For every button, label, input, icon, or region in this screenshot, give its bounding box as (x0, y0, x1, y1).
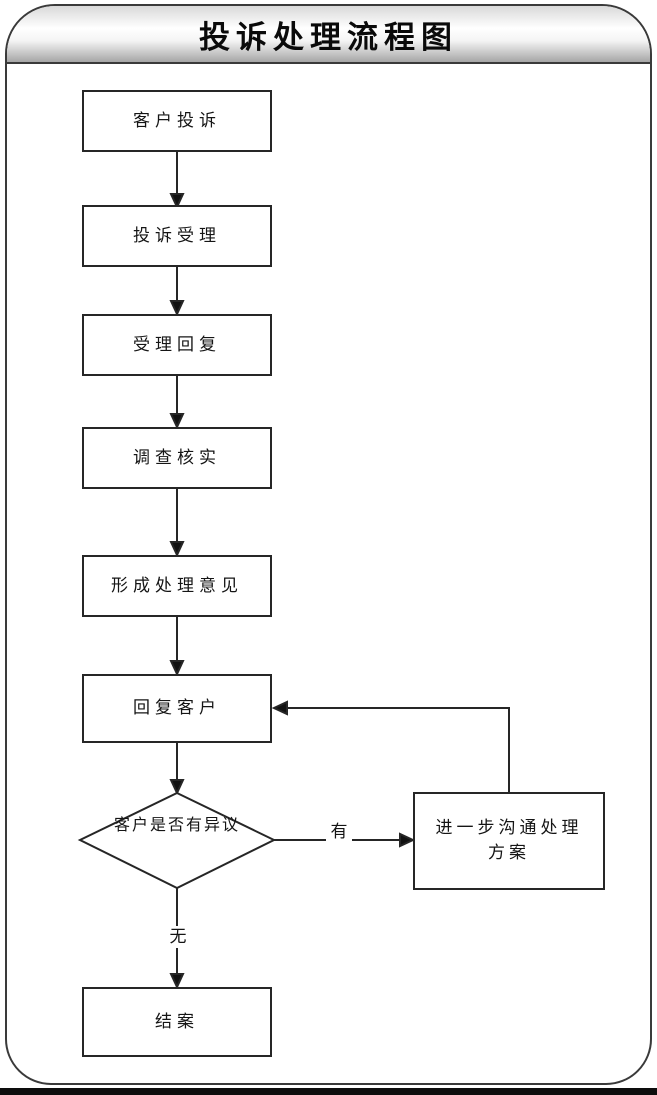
branch-label-yes: 有 (326, 821, 352, 844)
flow-node-customer-complaint: 客户投诉 (82, 90, 272, 152)
arrowhead-1 (169, 193, 185, 210)
feedback-line-communication-to-reply (287, 707, 510, 792)
arrowhead-7 (169, 973, 185, 990)
flowchart-frame: 投诉处理流程图 (5, 4, 652, 1085)
flow-node-investigate-verify: 调查核实 (82, 427, 272, 489)
bottom-edge-bar (0, 1088, 657, 1095)
page-title: 投诉处理流程图 (199, 19, 458, 55)
arrowhead-2 (169, 300, 185, 317)
arrowhead-4 (169, 541, 185, 558)
flow-node-reply-customer: 回复客户 (82, 674, 272, 743)
branch-label-no: 无 (165, 926, 191, 949)
arrowhead-8 (399, 832, 416, 848)
flow-node-form-handling-opinion: 形成处理意见 (82, 555, 272, 617)
flow-node-acceptance-reply: 受理回复 (82, 314, 272, 376)
flow-node-further-communication: 进一步沟通处理方案 (413, 792, 605, 890)
title-banner: 投诉处理流程图 (7, 6, 650, 64)
arrowhead-3 (169, 413, 185, 430)
flow-node-close-case: 结案 (82, 987, 272, 1057)
flow-node-complaint-acceptance: 投诉受理 (82, 205, 272, 267)
arrowhead-5 (169, 660, 185, 677)
decision-label-customer-objection: 客户是否有异议 (113, 817, 240, 834)
decision-diamond (77, 791, 277, 890)
arrowhead-6 (169, 779, 185, 796)
arrowhead-9 (271, 700, 288, 716)
